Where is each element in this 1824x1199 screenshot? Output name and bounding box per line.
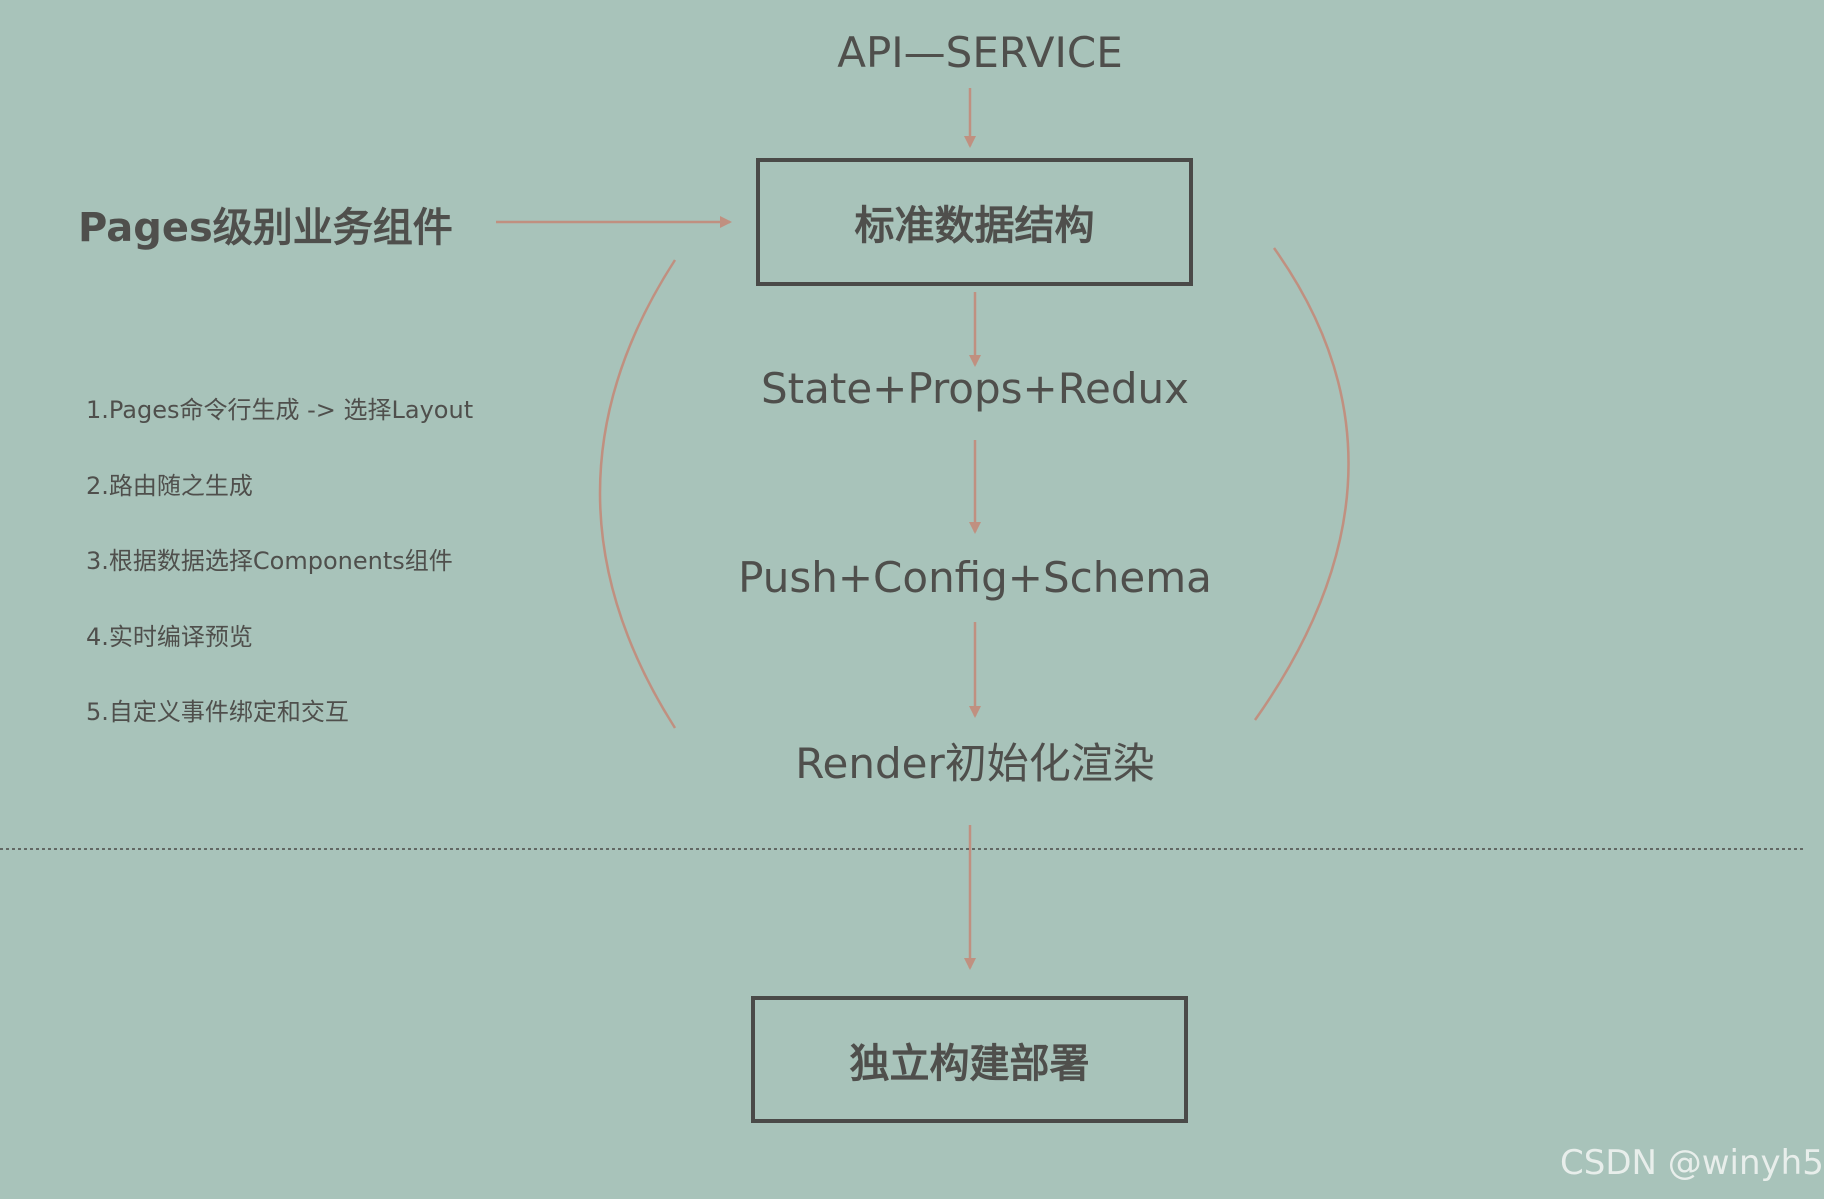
standard-data-structure-label: 标准数据结构 xyxy=(854,203,1095,249)
step-item: 1.Pages命令行生成 -> 选择Layout xyxy=(86,396,474,424)
steps-list: 1.Pages命令行生成 -> 选择Layout 2.路由随之生成 3.根据数据… xyxy=(86,392,473,770)
render-init-node: Render初始化渲染 xyxy=(795,739,1155,788)
independent-build-deploy-label: 独立构建部署 xyxy=(849,1040,1090,1087)
push-config-schema-node: Push+Config+Schema xyxy=(738,553,1212,602)
standard-data-structure-box: 标准数据结构 xyxy=(756,158,1193,286)
watermark: CSDN @winyh5 xyxy=(1560,1143,1824,1183)
right-cycle-arc xyxy=(1253,247,1350,721)
step-item: 4.实时编译预览 xyxy=(86,622,253,651)
state-props-redux-node: State+Props+Redux xyxy=(761,364,1189,413)
api-service-node: API—SERVICE xyxy=(837,28,1123,77)
left-cycle-arc xyxy=(598,259,677,729)
step-item: 3.根据数据选择Components组件 xyxy=(86,547,453,575)
pages-business-component-label: Pages级别业务组件 xyxy=(78,205,453,251)
step-item: 2.路由随之生成 xyxy=(86,471,253,500)
independent-build-deploy-box: 独立构建部署 xyxy=(751,996,1188,1123)
step-item: 5.自定义事件绑定和交互 xyxy=(86,698,349,726)
